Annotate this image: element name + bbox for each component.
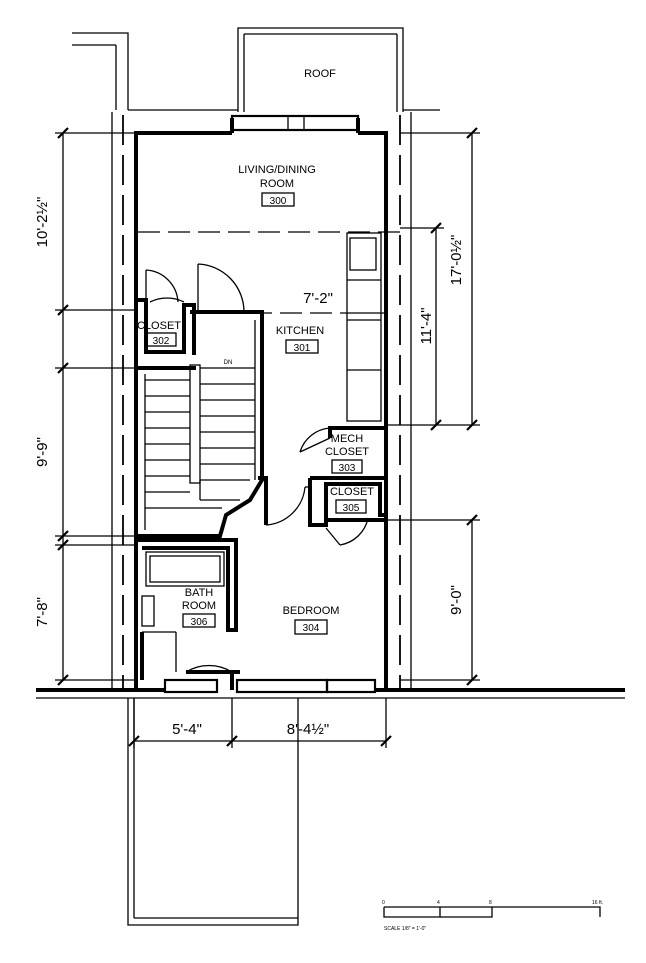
scale-tick-8: 8 — [489, 900, 492, 906]
hall-walls — [258, 476, 310, 526]
bath-label-line2: ROOM — [182, 600, 216, 612]
bedroom-window-right — [325, 678, 377, 694]
closet-305-label: CLOSET — [330, 486, 374, 498]
living-room-number: 300 — [270, 196, 287, 207]
dim-left-bot: 7'-8" — [34, 597, 51, 627]
dimension-lines-right — [386, 127, 480, 686]
kitchen-number: 301 — [294, 343, 311, 354]
mech-closet-number-box — [331, 459, 363, 474]
bedroom-label: BEDROOM — [283, 605, 340, 617]
scale-bar: 0 4 8 16 ft. SCALE 1/8" = 1'-0" — [382, 900, 603, 932]
scale-text: SCALE 1/8" = 1'-0" — [384, 926, 426, 932]
bath-number-box — [182, 613, 216, 628]
bath-number: 306 — [191, 617, 208, 628]
scale-tick-4: 4 — [437, 900, 440, 906]
mech-closet-number: 303 — [339, 463, 356, 474]
stair-down-label: DN — [224, 360, 233, 366]
closet-302-number-box — [145, 332, 177, 347]
dim-right-outer: 17'-0½" — [448, 235, 465, 286]
dimension-lines-bottom — [128, 698, 392, 748]
scale-tick-16: 16 ft. — [592, 900, 603, 906]
roof-label: ROOF — [304, 68, 336, 80]
dim-bottom-right: 8'-4½" — [287, 721, 329, 738]
mech-closet-walls — [299, 426, 386, 480]
kitchen-counter — [340, 232, 386, 422]
exterior-walls — [134, 114, 388, 692]
dim-bottom-left: 5'-4" — [172, 721, 202, 738]
bathtub — [145, 551, 225, 587]
dim-right-bot: 9'-0" — [448, 585, 465, 615]
closet-305-number-box — [335, 499, 367, 514]
neighbor-wall-left — [72, 32, 440, 111]
bedroom-number-box — [294, 619, 328, 635]
kitchen-number-box — [285, 339, 319, 354]
living-room-label-line1: LIVING/DINING — [238, 164, 316, 176]
rear-deck-outline — [127, 698, 299, 926]
kitchen-label: KITCHEN — [276, 325, 324, 337]
closet-305-walls — [308, 478, 386, 546]
dim-right-inner: 11'-4" — [418, 307, 435, 344]
mech-closet-label-line2: CLOSET — [325, 446, 369, 458]
bedroom-number: 304 — [303, 623, 320, 634]
dim-left-top: 10'-2½" — [34, 197, 51, 248]
hall-door — [197, 263, 245, 313]
living-room-number-box — [261, 192, 295, 207]
toilet — [141, 595, 155, 627]
dim-kitchen-width: 7'-2" — [303, 290, 333, 307]
closet-305-number: 305 — [343, 503, 360, 514]
dimension-lines-left — [55, 127, 136, 686]
stair — [136, 310, 264, 538]
living-room-label-line2: ROOM — [260, 178, 294, 190]
bedroom-window-mid — [235, 678, 329, 694]
dim-left-mid: 9'-9" — [34, 437, 51, 467]
closet-302-walls — [136, 269, 196, 355]
bedroom-window-left — [163, 678, 219, 694]
mech-closet-label-line1: MECH — [331, 433, 363, 445]
rear-wall — [36, 678, 625, 699]
closet-302-label: CLOSET — [137, 320, 181, 332]
closet-302-number: 302 — [153, 336, 170, 347]
scale-tick-0: 0 — [382, 900, 385, 906]
front-window — [230, 114, 360, 132]
roof-outline — [237, 27, 404, 112]
bath-walls — [136, 538, 240, 690]
bath-label-line1: BATH — [185, 587, 214, 599]
